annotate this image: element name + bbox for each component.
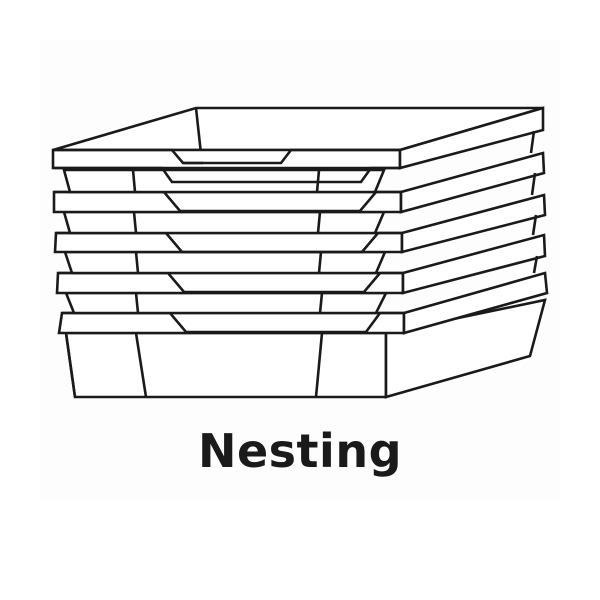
- tray-body-bottom: [64, 298, 547, 399]
- tray-rim-1: [51, 106, 545, 194]
- caption-title: Nesting: [197, 424, 402, 478]
- tray-right-supports: [529, 130, 539, 274]
- tray-rim-3: [53, 193, 547, 275]
